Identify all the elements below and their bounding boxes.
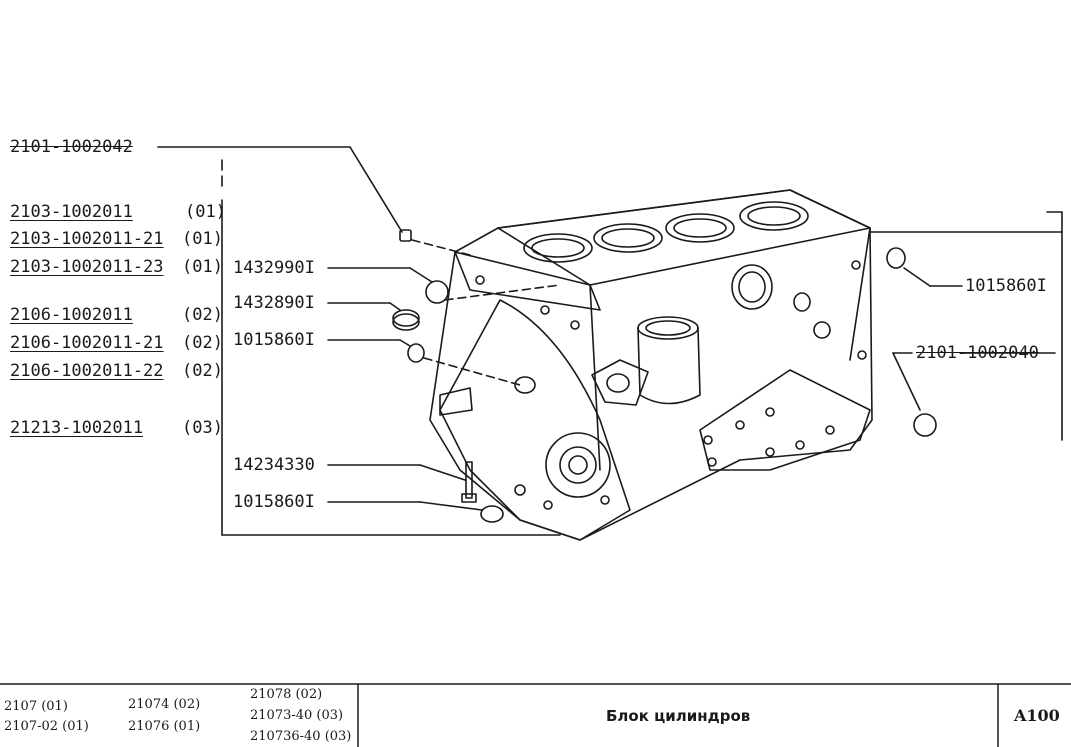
callout-label: 14234330	[233, 455, 315, 475]
footer-frame	[0, 683, 1071, 747]
variant-code: (02)	[182, 305, 223, 325]
model-code: 21078 (02)	[250, 687, 323, 702]
variant-part: 2103-1002011-23	[10, 257, 164, 277]
variant-part: 2106-1002011-22	[10, 361, 164, 381]
variant-code: (02)	[182, 333, 223, 353]
variant-code: (02)	[182, 361, 223, 381]
engine-block-diagram	[157, 146, 1063, 541]
model-code: 2107 (01)	[4, 699, 68, 714]
callout-label: 1432990I	[233, 258, 315, 278]
callout-label: 2101-1002040	[916, 343, 1039, 363]
variant-part: 2103-1002011-21	[10, 229, 164, 249]
variant-part: 2106-1002011	[10, 305, 133, 325]
callout-label: 1015860I	[233, 330, 315, 350]
variant-part: 21213-1002011	[10, 418, 144, 438]
variant-code: (01)	[185, 202, 226, 222]
variant-code: (01)	[182, 257, 223, 277]
variant-part: 2106-1002011-21	[10, 333, 164, 353]
variant-code: (01)	[182, 229, 223, 249]
callout-label: 1015860I	[965, 276, 1047, 296]
variant-part: 2103-1002011	[10, 202, 133, 222]
callout-label: 1015860I	[233, 492, 315, 512]
variant-code: (03)	[182, 418, 223, 438]
model-code: 21074 (02)	[128, 697, 201, 712]
drawing-code: A100	[1014, 706, 1060, 725]
callout-label: 1432890I	[233, 293, 315, 313]
model-code: 21073-40 (03)	[250, 708, 344, 723]
model-code: 210736-40 (03)	[250, 729, 352, 744]
drawing-title: Блок цилиндров	[606, 707, 751, 725]
drawing-footer: 2107 (01) 2107-02 (01) 21074 (02) 21076 …	[0, 683, 1071, 747]
part-label-2101-1002042: 2101-1002042	[10, 137, 133, 157]
model-code: 21076 (01)	[128, 719, 201, 734]
model-code: 2107-02 (01)	[4, 719, 89, 734]
